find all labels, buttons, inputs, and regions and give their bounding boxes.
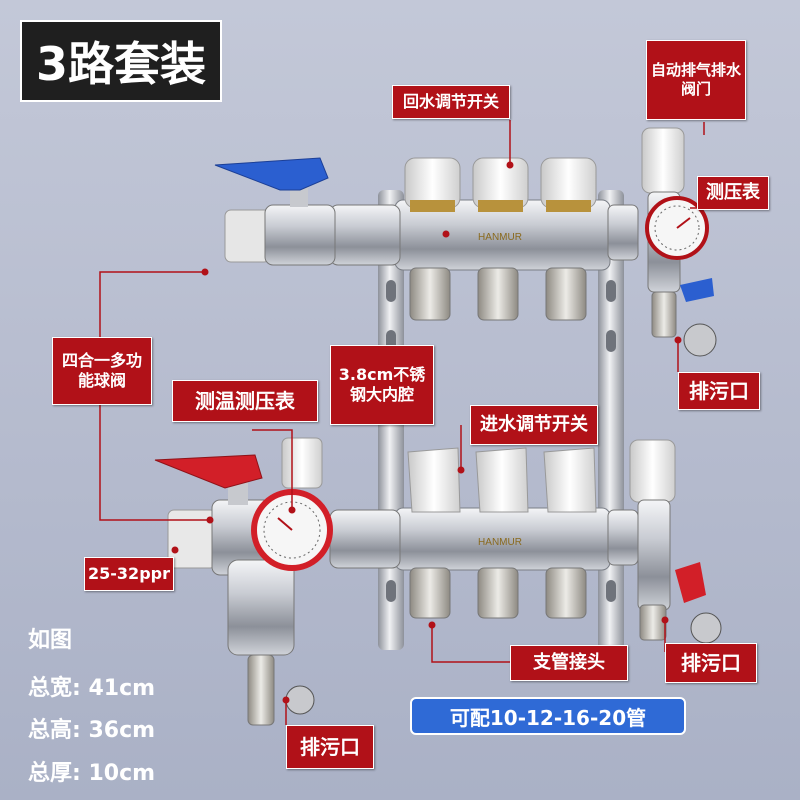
label-auto-vent: 自动排气排水阀门 (646, 40, 746, 120)
label-drain-top: 排污口 (678, 372, 760, 410)
spec-width-label: 总宽: (28, 676, 81, 701)
label-temp-pressure-gauge: 测温测压表 (172, 380, 318, 422)
red-valve-handle (154, 454, 263, 489)
title-badge: 3路套装 (20, 20, 222, 102)
spec-height: 总高: 36cm (28, 712, 155, 744)
top-branch-fittings (409, 267, 587, 321)
brand-text-top: HANMUR (478, 232, 522, 243)
spec-width: 总宽: 41cm (28, 670, 155, 702)
blue-valve-handle (214, 157, 329, 191)
spec-depth: 总厚: 10cm (28, 755, 155, 787)
top-air-vent (641, 127, 685, 194)
label-inlet-switch: 进水调节开关 (470, 405, 598, 445)
leader-dots (171, 161, 682, 704)
inlet-switch-caps (407, 447, 597, 513)
label-pressure-gauge: 测压表 (697, 176, 769, 210)
pipe-options-badge: 可配10-12-16-20管 (410, 697, 686, 735)
label-four-in-one-valve: 四合一多功能球阀 (52, 337, 152, 405)
bottom-branch-fittings (409, 567, 587, 619)
title-text: 3路套装 (35, 37, 206, 91)
filter-body (227, 559, 295, 656)
brand-text-bottom: HANMUR (478, 537, 522, 548)
spec-ref: 如图 (28, 628, 73, 653)
spec-height-value: 36cm (88, 718, 156, 743)
spec-height-label: 总高: (28, 718, 81, 743)
label-drain-right: 排污口 (665, 643, 757, 683)
label-ppr: 25-32ppr (84, 557, 174, 591)
label-branch-joint: 支管接头 (510, 645, 628, 681)
label-drain-bottom: 排污口 (286, 725, 374, 769)
label-return-switch: 回水调节开关 (392, 85, 510, 119)
spec-depth-value: 10cm (88, 761, 156, 786)
spec-width-value: 41cm (88, 676, 156, 701)
return-switch-caps (404, 157, 597, 212)
label-stainless-chamber: 3.8cm不锈钢大内腔 (330, 345, 434, 425)
leader-lines (99, 120, 705, 725)
spec-depth-label: 总厚: (28, 761, 81, 786)
